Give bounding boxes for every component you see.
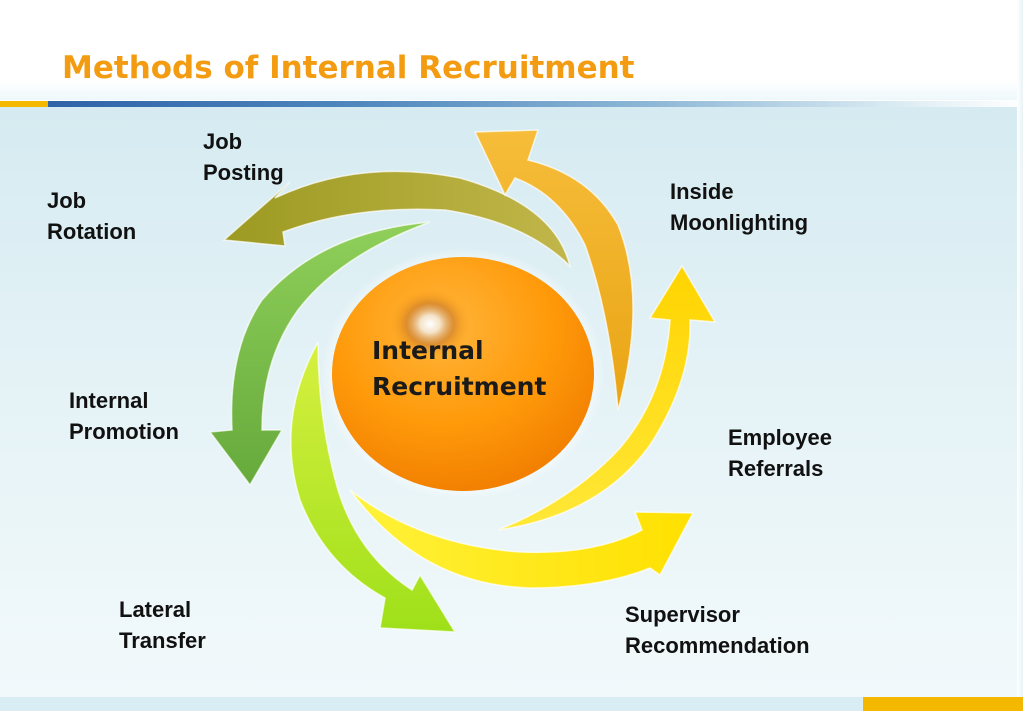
title-bar	[0, 0, 1023, 100]
label-line: Job	[203, 129, 243, 154]
footer-accent	[863, 697, 1023, 711]
label-line: Moonlighting	[670, 210, 809, 235]
label-employee-referrals: Employee Referrals	[728, 422, 832, 484]
label-line: Job	[47, 188, 87, 213]
label-line: Rotation	[47, 219, 137, 244]
arrow-lateral-transfer	[290, 341, 457, 633]
arrow-internal-promotion	[208, 221, 431, 487]
footer-bar	[0, 697, 1023, 711]
slide-title: Methods of Internal Recruitment	[62, 50, 635, 86]
label-line: Lateral	[119, 597, 192, 622]
label-inside-moonlighting: Inside Moonlighting	[670, 176, 808, 238]
label-job-rotation: Job Rotation	[47, 185, 136, 247]
center-highlight	[390, 289, 470, 359]
label-line: Supervisor	[625, 602, 740, 627]
label-line: Employee	[728, 425, 832, 450]
label-lateral-transfer: Lateral Transfer	[119, 594, 206, 656]
label-line: Transfer	[119, 628, 206, 653]
label-line: Posting	[203, 160, 284, 185]
right-edge-strip	[1017, 0, 1023, 697]
center-label-line1: Internal	[372, 336, 484, 365]
label-line: Internal	[69, 388, 149, 413]
label-job-posting: Job Posting	[203, 126, 284, 188]
arrow-inside-moonlighting	[473, 129, 634, 411]
label-line: Promotion	[69, 419, 179, 444]
label-line: Referrals	[728, 456, 824, 481]
arrow-supervisor-recommendation	[349, 489, 695, 589]
title-rule	[0, 101, 1023, 107]
label-internal-promotion: Internal Promotion	[69, 385, 179, 447]
arrow-job-rotation	[222, 170, 572, 269]
label-line: Recommendation	[625, 633, 810, 658]
label-line: Inside	[670, 179, 734, 204]
center-label-line2: Recruitment	[372, 372, 547, 401]
label-supervisor-recommendation: Supervisor Recommendation	[625, 599, 810, 661]
arrow-employee-referrals	[497, 264, 717, 531]
center-label: Internal Recruitment	[372, 333, 546, 405]
